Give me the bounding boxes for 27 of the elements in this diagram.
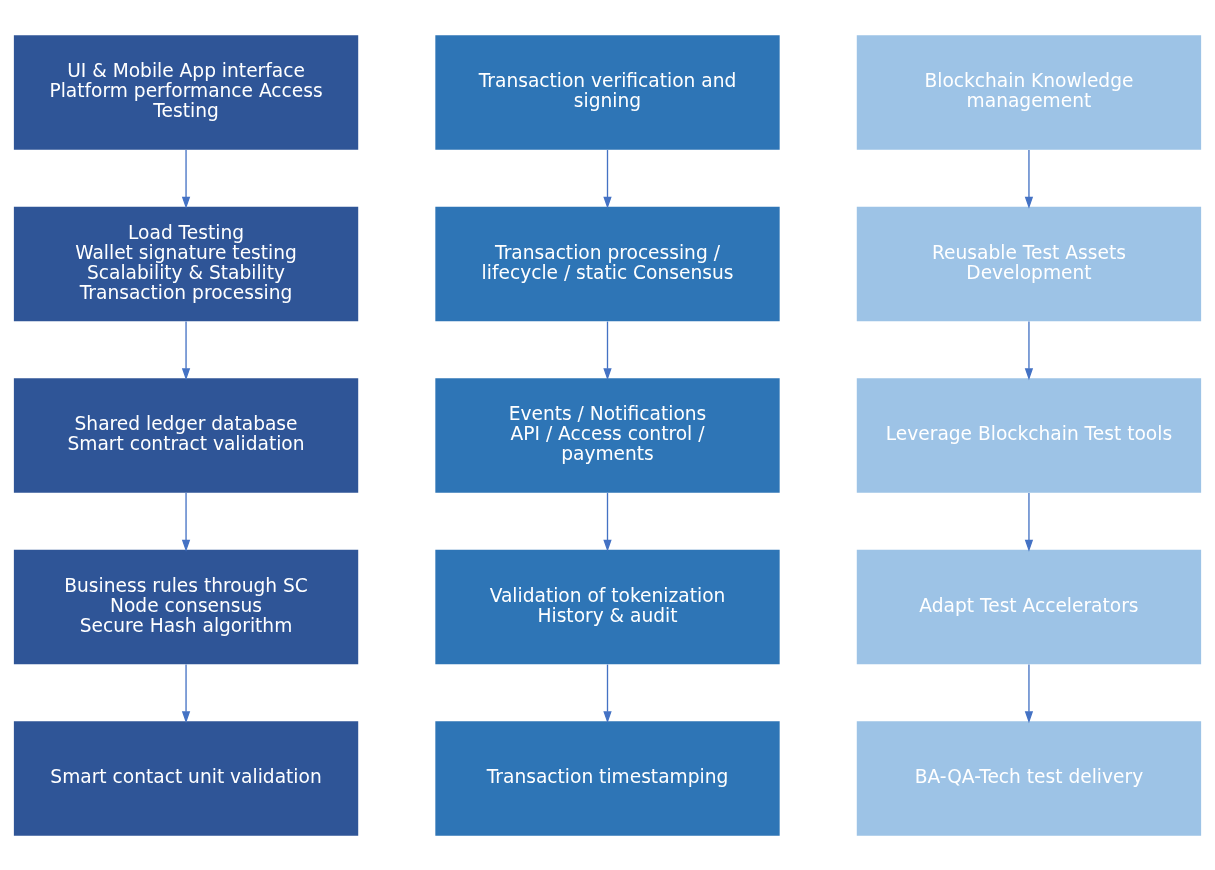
node-box: Leverage Blockchain Test tools bbox=[856, 377, 1202, 493]
arrow bbox=[1024, 663, 1034, 723]
node-box: Smart contact unit validation bbox=[13, 720, 359, 836]
arrow bbox=[181, 320, 191, 380]
node-box: Transaction processing / lifecycle / static Consensus bbox=[435, 206, 780, 321]
node-box: Blockchain Knowledge management bbox=[856, 34, 1202, 150]
arrow bbox=[181, 148, 191, 209]
node-box: Transaction verification and signing bbox=[435, 34, 780, 150]
arrow bbox=[181, 663, 191, 723]
arrow bbox=[1024, 320, 1034, 380]
node-box: Business rules through SC Node consensus Secure Hash algorithm bbox=[13, 549, 359, 664]
node-box: Adapt Test Accelerators bbox=[856, 549, 1202, 664]
arrow bbox=[603, 148, 612, 209]
arrow bbox=[1024, 148, 1034, 209]
node-box: Validation of tokenization History & audit bbox=[435, 549, 780, 664]
arrow bbox=[1024, 491, 1034, 552]
arrow bbox=[603, 320, 612, 380]
node-box: Transaction timestamping bbox=[435, 720, 780, 836]
arrow bbox=[603, 491, 612, 552]
node-box: Load Testing Wallet signature testing Scalability & Stability Transaction processing bbox=[13, 206, 359, 321]
node-box: BA-QA-Tech test delivery bbox=[856, 720, 1202, 836]
node-box: Events / Notifications API / Access control / payments bbox=[435, 377, 780, 493]
arrow bbox=[603, 663, 612, 723]
node-box: UI & Mobile App interface Platform performance Access Testing bbox=[13, 34, 359, 150]
node-box: Shared ledger database Smart contract validation bbox=[13, 377, 359, 493]
arrow bbox=[181, 491, 191, 552]
node-box: Reusable Test Assets Development bbox=[856, 206, 1202, 321]
